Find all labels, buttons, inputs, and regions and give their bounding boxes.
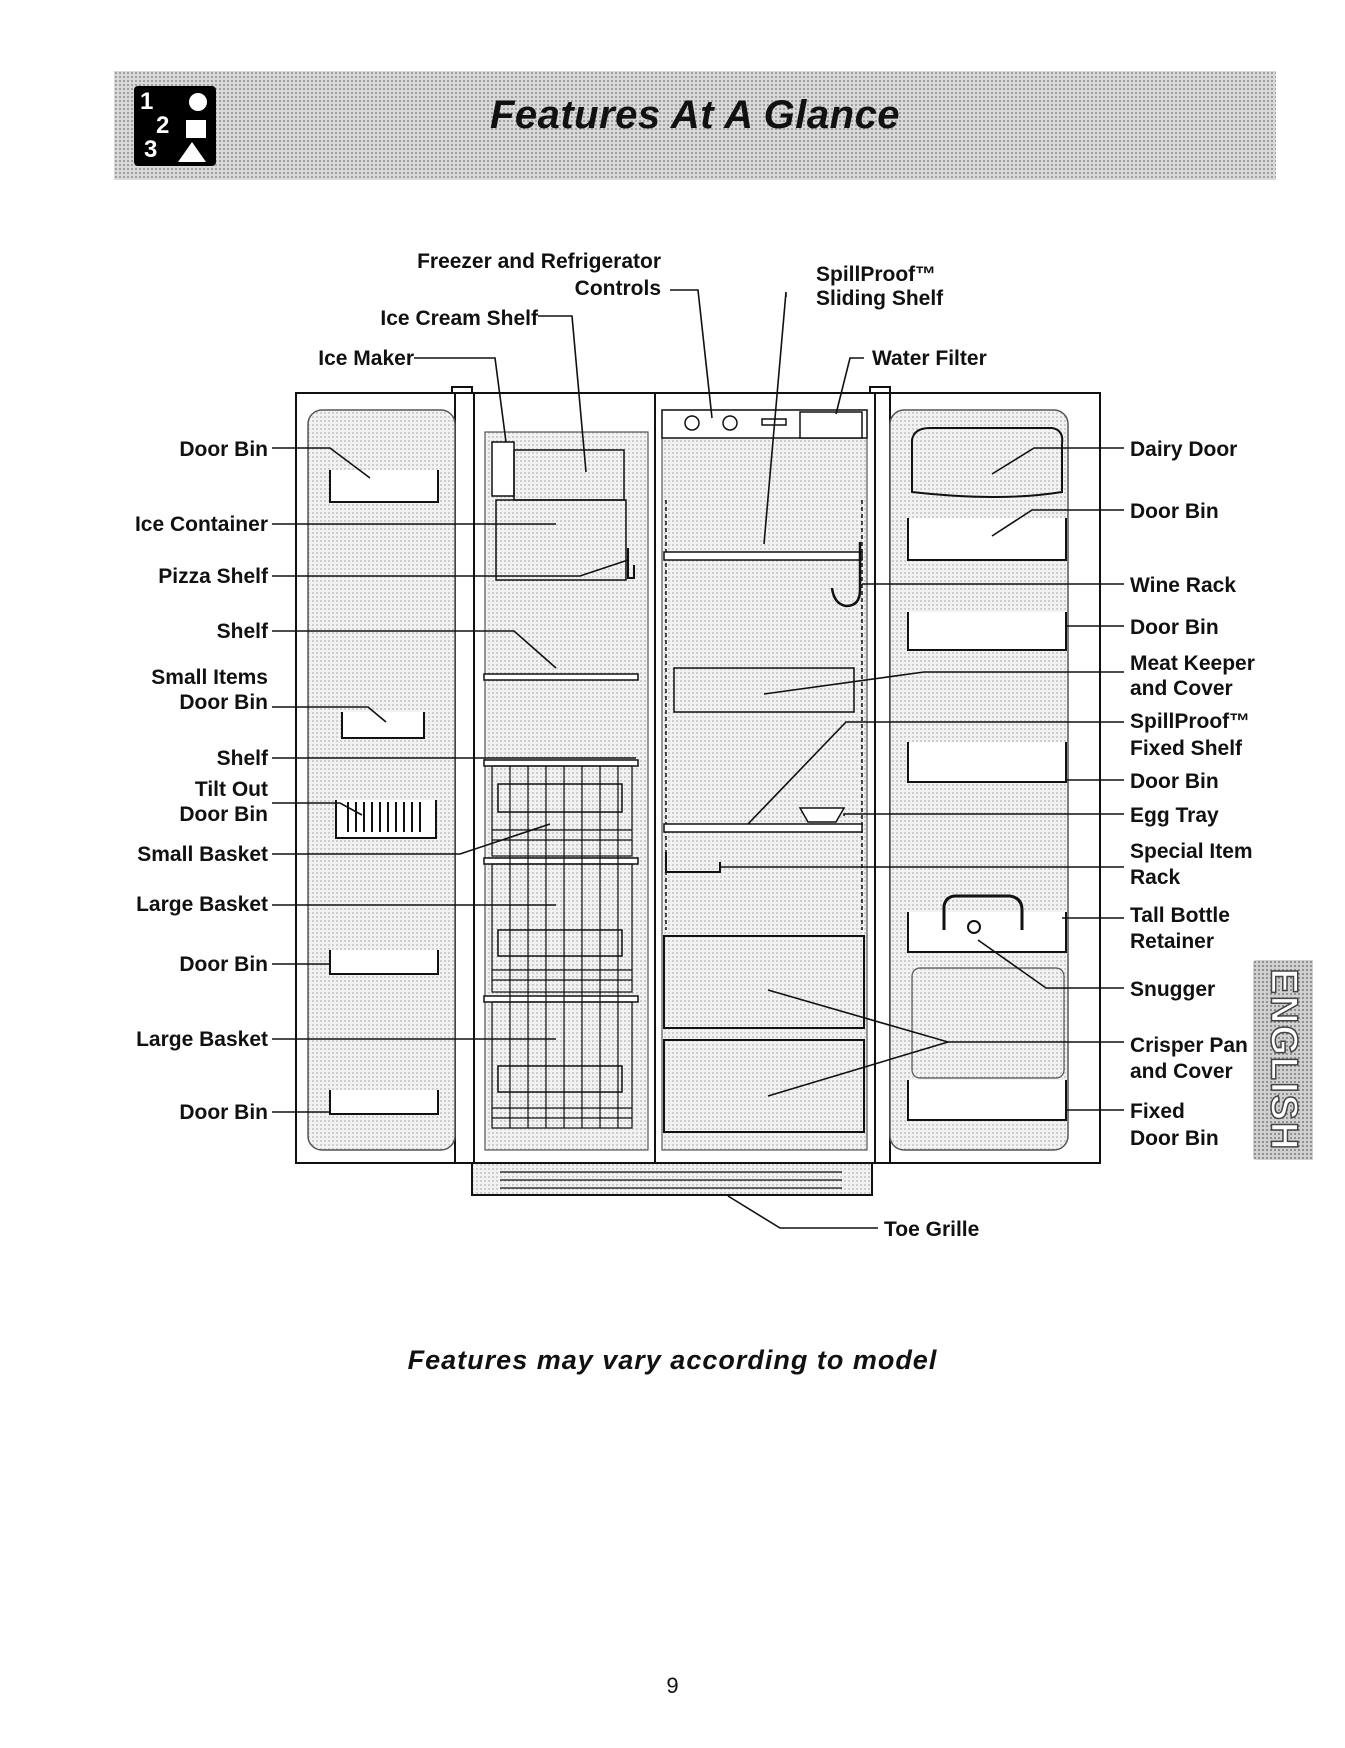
label-water-filter: Water Filter xyxy=(872,347,987,370)
label-special-item-line2: Rack xyxy=(1130,866,1181,889)
label-dairy-door: Dairy Door xyxy=(1130,438,1237,461)
label-tilt-out-line2: Door Bin xyxy=(179,803,268,826)
label-tall-bottle-line2: Retainer xyxy=(1130,930,1214,953)
control-panel xyxy=(661,409,868,439)
label-door-bin-right-1: Door Bin xyxy=(1130,500,1219,523)
steps-123-icon: 1 2 3 xyxy=(134,86,216,166)
label-spillproof-fixed-line2: Fixed Shelf xyxy=(1130,737,1243,760)
label-fixed-bin-line2: Door Bin xyxy=(1130,1127,1219,1150)
label-shelf-1: Shelf xyxy=(217,620,269,643)
label-spillproof-sliding-line2: Sliding Shelf xyxy=(816,287,944,310)
logo-glyph-3: 3 xyxy=(144,136,158,163)
features-footnote: Features may vary according to model xyxy=(407,1345,938,1375)
label-egg-tray: Egg Tray xyxy=(1130,804,1219,827)
label-tall-bottle-line1: Tall Bottle xyxy=(1130,904,1230,927)
label-door-bin-left-2: Door Bin xyxy=(179,953,268,976)
tilt-out-grill xyxy=(347,802,421,832)
page-title: Features At A Glance xyxy=(489,93,901,137)
label-freezer-controls-line2: Controls xyxy=(575,277,661,300)
label-ice-maker: Ice Maker xyxy=(318,347,414,370)
freezer-baskets xyxy=(491,765,633,1129)
label-meat-keeper-line1: Meat Keeper xyxy=(1130,652,1255,675)
label-small-basket: Small Basket xyxy=(137,843,268,866)
label-fixed-bin-line1: Fixed xyxy=(1130,1100,1185,1123)
freezer-compartment xyxy=(484,431,649,1151)
label-door-bin-right-2: Door Bin xyxy=(1130,616,1219,639)
logo-glyph-2: 2 xyxy=(156,112,170,139)
label-large-basket-1: Large Basket xyxy=(136,893,268,916)
label-toe-grille: Toe Grille xyxy=(884,1218,979,1241)
label-large-basket-2: Large Basket xyxy=(136,1028,268,1051)
page-number: 9 xyxy=(666,1673,679,1698)
label-special-item-line1: Special Item xyxy=(1130,840,1253,863)
logo-glyph-1: 1 xyxy=(140,88,154,115)
label-snugger: Snugger xyxy=(1130,978,1215,1001)
language-tab: ENGLISH xyxy=(1253,960,1313,1160)
language-tab-text: ENGLISH xyxy=(1262,968,1306,1152)
label-door-bin-left-1: Door Bin xyxy=(179,438,268,461)
label-wine-rack: Wine Rack xyxy=(1130,574,1236,597)
logo-shapes xyxy=(178,93,207,162)
label-freezer-controls-line1: Freezer and Refrigerator xyxy=(417,250,661,273)
left-door-bins xyxy=(329,470,439,1115)
label-small-items-line2: Door Bin xyxy=(179,691,268,714)
label-tilt-out-line1: Tilt Out xyxy=(195,778,268,801)
toe-grille xyxy=(471,1162,873,1196)
right-door-bins xyxy=(907,427,1067,1121)
label-door-bin-left-3: Door Bin xyxy=(179,1101,268,1124)
fresh-food-features xyxy=(663,500,865,1133)
label-small-items-line1: Small Items xyxy=(151,666,268,689)
freezer-features xyxy=(483,441,639,1093)
header-banner: 1 2 3 Features At A Glance xyxy=(114,71,1276,180)
label-crisper-line1: Crisper Pan xyxy=(1130,1034,1248,1057)
label-crisper-line2: and Cover xyxy=(1130,1060,1233,1083)
label-shelf-2: Shelf xyxy=(217,747,269,770)
label-spillproof-fixed-line1: SpillProof™ xyxy=(1130,710,1250,733)
label-ice-cream-shelf: Ice Cream Shelf xyxy=(380,307,539,330)
label-spillproof-sliding-line1: SpillProof™ xyxy=(816,263,936,286)
label-ice-container: Ice Container xyxy=(135,513,268,536)
label-meat-keeper-line2: and Cover xyxy=(1130,677,1233,700)
leader-lines xyxy=(272,289,1124,1229)
label-pizza-shelf: Pizza Shelf xyxy=(158,565,269,588)
label-door-bin-right-3: Door Bin xyxy=(1130,770,1219,793)
